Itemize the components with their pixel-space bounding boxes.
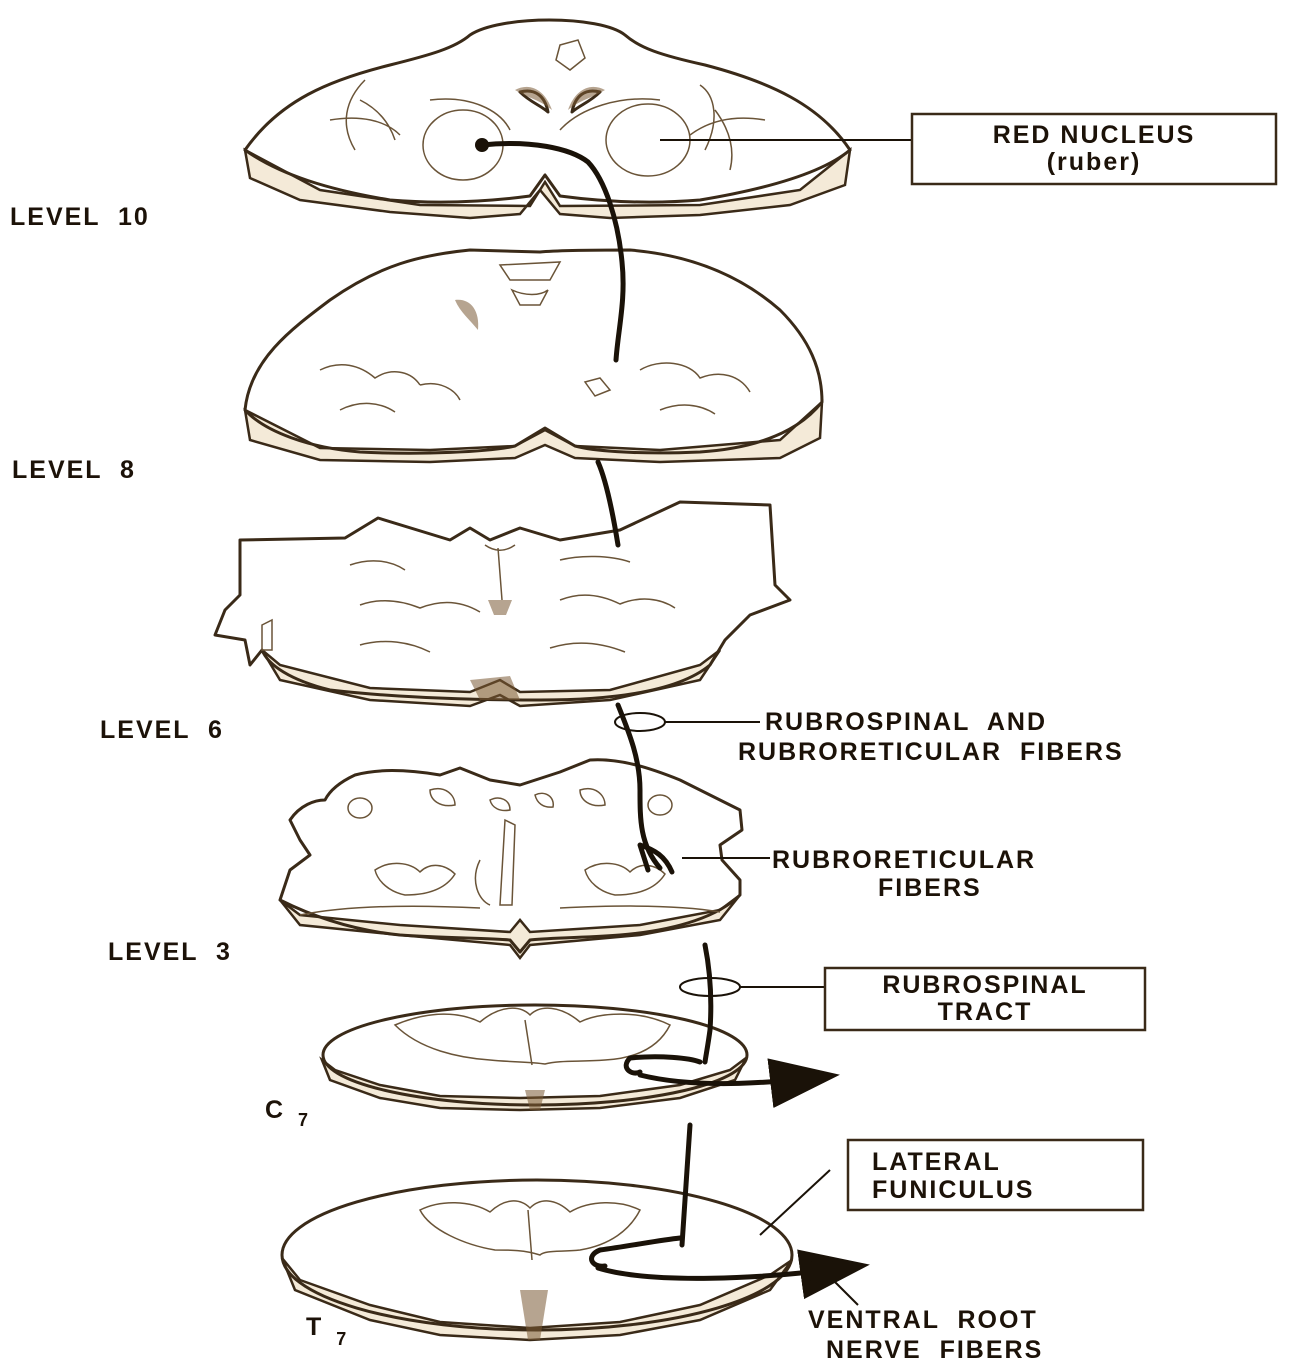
label-lateral: LATERAL: [872, 1148, 1001, 1176]
label-tract: TRACT: [938, 998, 1033, 1026]
label-rubrospinal-and: RUBROSPINAL AND: [765, 708, 1047, 736]
label-level-6: LEVEL 6: [100, 716, 224, 744]
label-ventral-root: VENTRAL ROOT: [808, 1306, 1038, 1334]
label-c7-main: C: [265, 1096, 285, 1124]
label-t7-main: T: [306, 1313, 323, 1341]
label-level-8: LEVEL 8: [12, 456, 136, 484]
lateral-funiculus-box: [846, 1138, 1145, 1212]
label-t7: T 7: [306, 1313, 348, 1349]
rubrospinal-tract-box: [823, 966, 1147, 1032]
rubrospinal-tract-path: [479, 141, 870, 1300]
section-t7: [280, 1178, 794, 1342]
label-rubroreticular-fibers-combined: RUBRORETICULAR FIBERS: [738, 738, 1124, 766]
section-level-6: [213, 500, 792, 708]
label-rubrospinal: RUBROSPINAL: [882, 971, 1087, 999]
red-nucleus-box: [910, 112, 1278, 186]
section-c7: [319, 1003, 749, 1112]
label-c7: C 7: [265, 1096, 310, 1130]
label-level-10: LEVEL 10: [10, 203, 150, 231]
label-t7-sub: 7: [336, 1329, 348, 1349]
section-level-10: [243, 18, 852, 220]
label-red-nucleus-ruber: (ruber): [1047, 148, 1142, 176]
label-level-3: LEVEL 3: [108, 938, 232, 966]
section-level-8: [243, 248, 824, 464]
label-c7-sub: 7: [298, 1110, 310, 1130]
label-red-nucleus: RED NUCLEUS: [993, 121, 1196, 149]
section-level-3: [278, 758, 744, 961]
label-funiculus: FUNICULUS: [872, 1176, 1034, 1204]
label-nerve-fibers: NERVE FIBERS: [826, 1336, 1043, 1364]
label-rubroreticular: RUBRORETICULAR: [772, 846, 1036, 874]
label-rubroreticular-fibers: FIBERS: [878, 874, 982, 902]
callout-leaders: [614, 139, 912, 1306]
